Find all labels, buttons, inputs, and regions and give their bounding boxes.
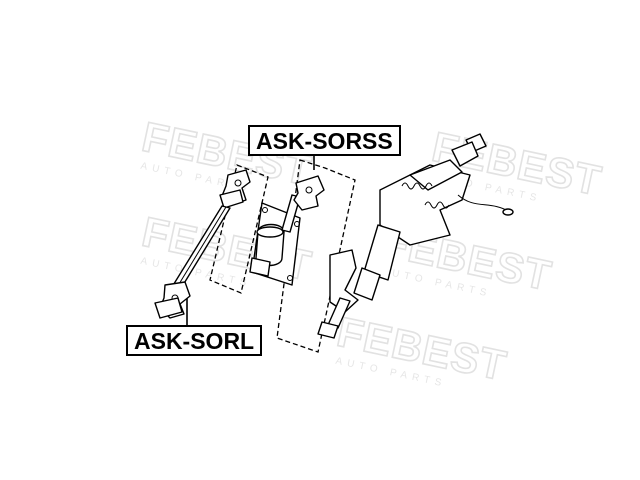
steering-column-part [317,133,514,339]
spring-coil [424,201,450,209]
lower-yoke-flange [154,297,183,319]
mounting-hole [294,221,300,227]
mounting-hole [262,207,268,213]
joint-pin [234,179,242,187]
tilt-lever-handle [502,208,514,216]
part-number-label-upper: ASK-SORSS [248,125,401,156]
spring-coil [401,182,433,190]
shaft-centerline [175,206,227,290]
part-number-label-lower: ASK-SORL [126,325,263,356]
column-upper-tube [451,141,479,167]
joint-pin [305,186,313,194]
column-main-tube [363,224,401,281]
upper-yoke-flange [219,189,244,209]
upper-coupling-part [293,175,325,211]
mounting-hole [287,275,293,281]
intermediate-shaft-part [154,169,251,319]
dashed-outline-lower-assembly [209,164,269,294]
watermark-bottom-right: FEBEST AUTO PARTS [332,307,511,390]
tilt-lever-cable [457,194,511,213]
column-spline-end [317,321,339,339]
boot-neck [249,257,271,277]
tilt-mechanism [409,159,463,191]
column-lower-bracket [329,249,359,313]
boot-top-rim [256,226,284,238]
column-lower-tube [353,267,381,301]
boot-dust-cover-part [249,194,301,286]
